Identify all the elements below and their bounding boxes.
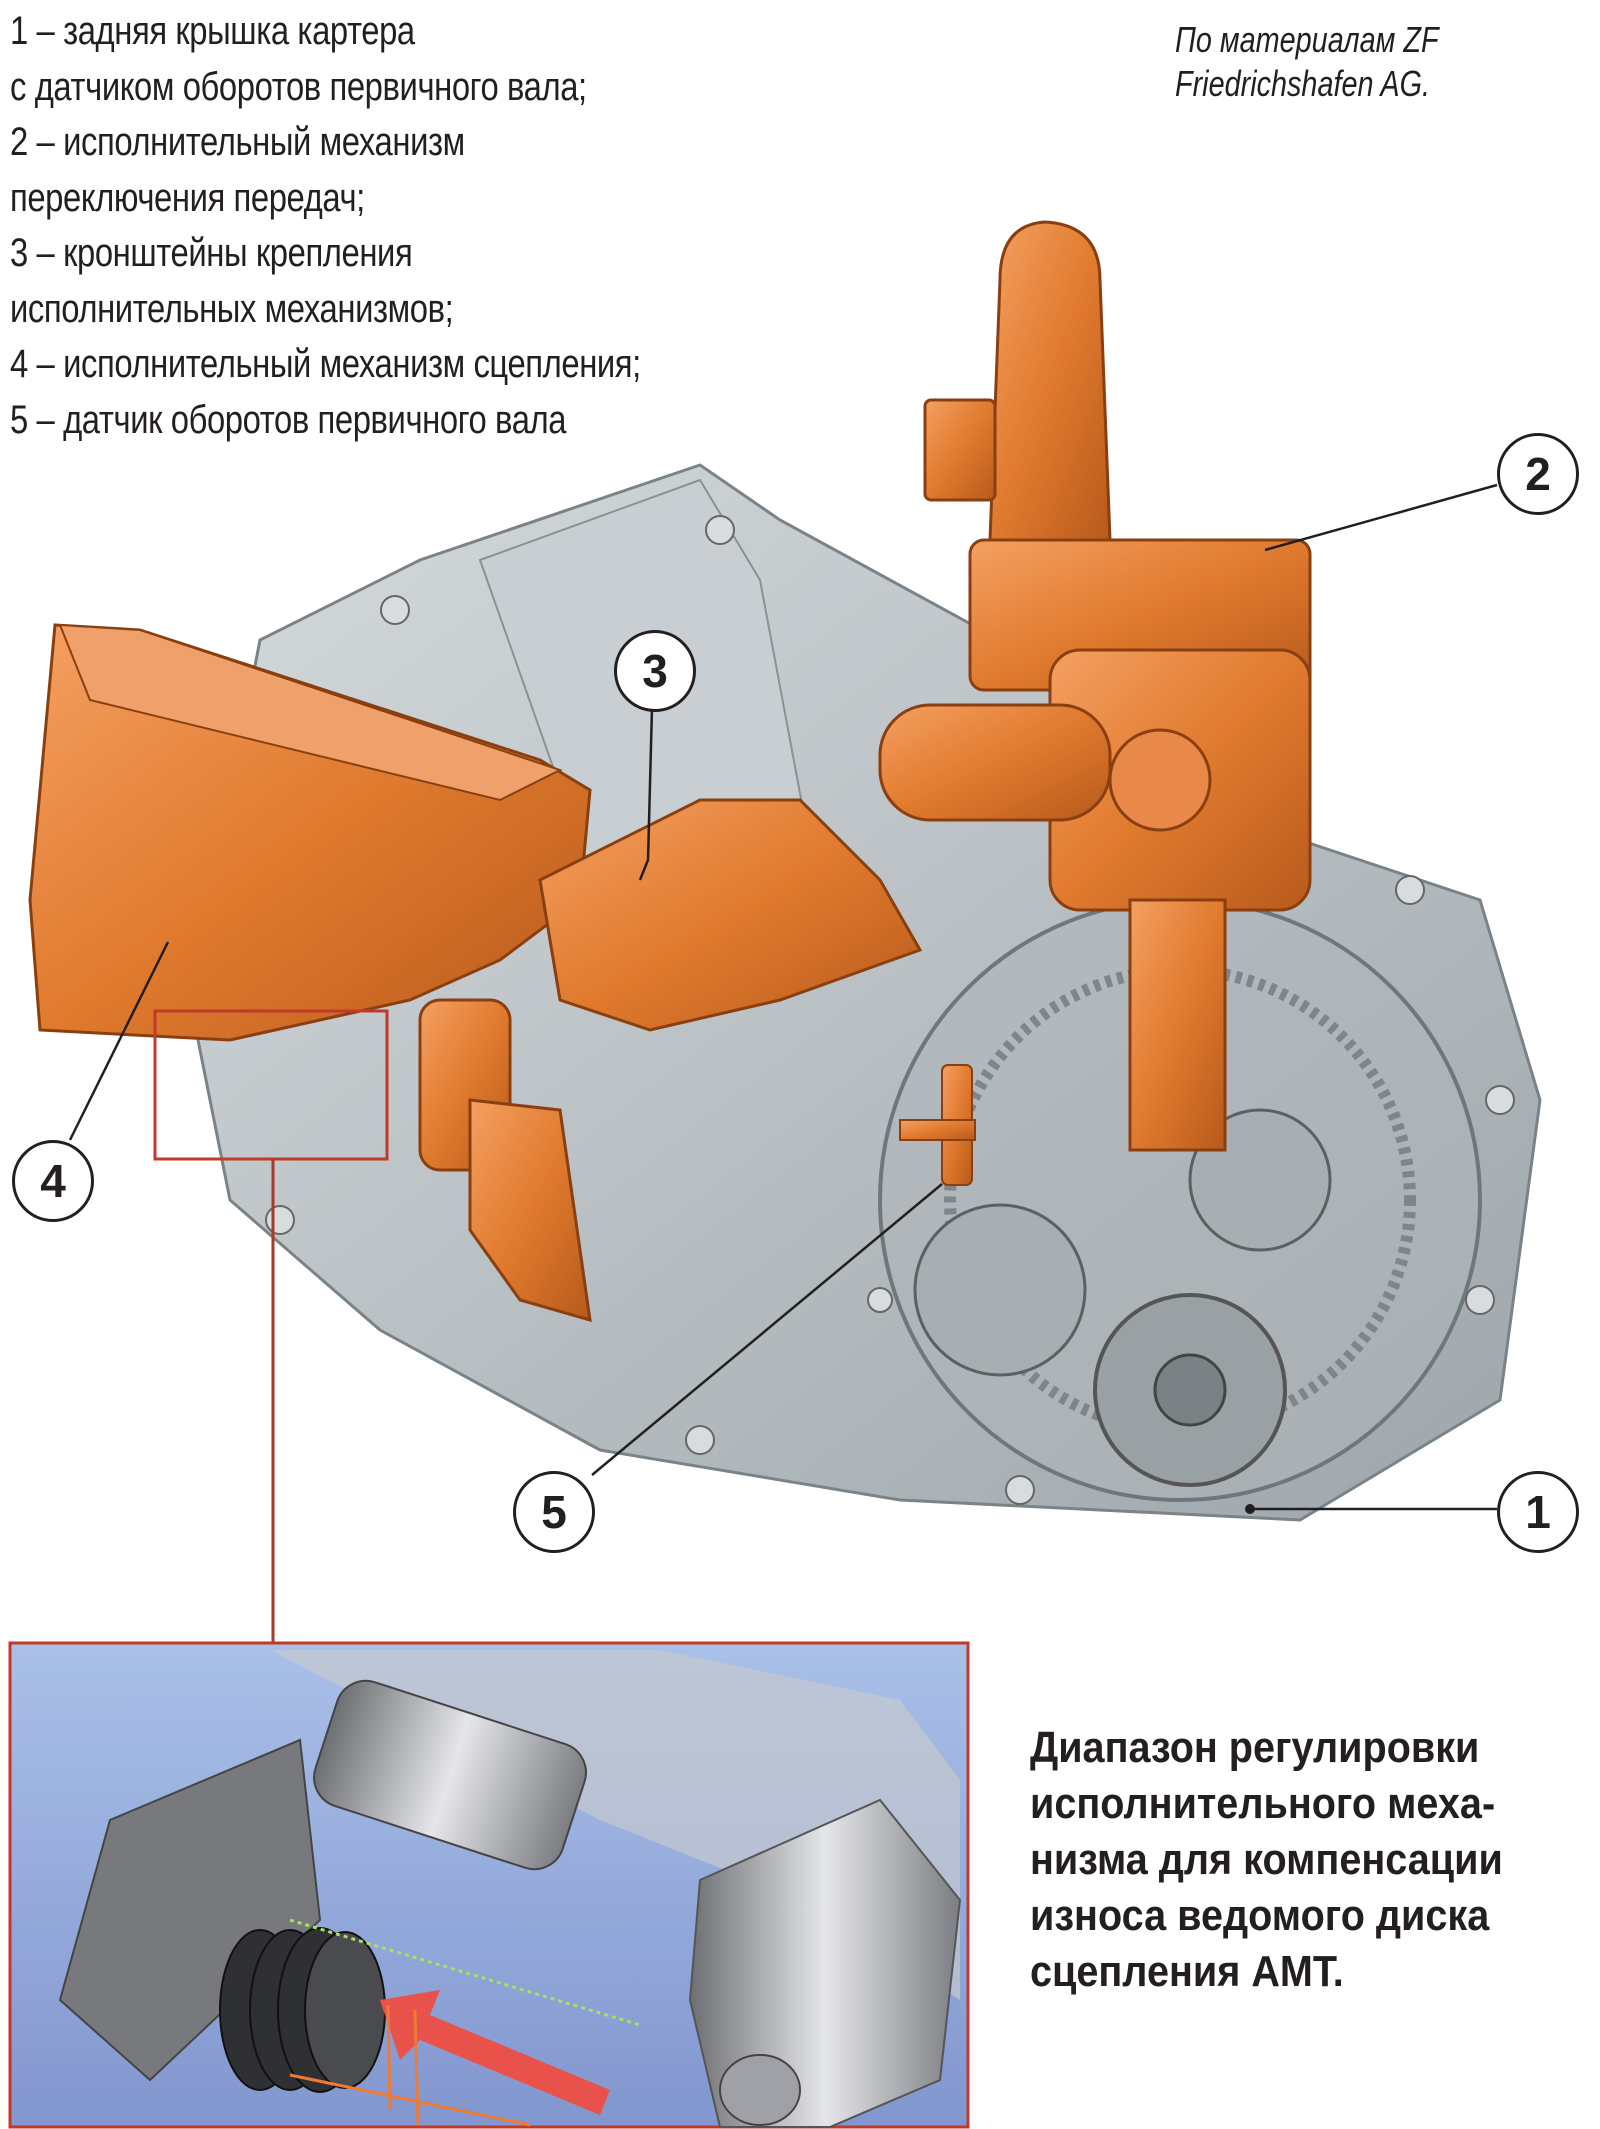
legend: 1 – задняя крышка картера с датчиком обо…	[10, 4, 779, 448]
inset-detail-image	[8, 1641, 970, 2129]
legend-line: 3 – кронштейны крепления	[10, 231, 413, 275]
callout-2: 2	[1497, 433, 1579, 515]
input-shaft-speed-sensor	[899, 1064, 976, 1186]
caption-line: Диапазон регулировки	[1030, 1723, 1480, 1772]
legend-line: 2 – исполнительный механизм	[10, 120, 465, 164]
legend-line: 1 – задняя крышка картера	[10, 9, 415, 53]
credit-line: Friedrichshafen AG.	[1175, 63, 1431, 104]
actuator-bracket	[538, 798, 923, 1032]
inset-caption: Диапазон регулировки исполнительного мех…	[1030, 1720, 1503, 2000]
legend-line: переключения передач;	[10, 175, 365, 220]
legend-line: с датчиком оборотов первичного вала;	[10, 64, 587, 109]
clutch-actuator	[28, 623, 592, 1323]
arrow-indicator	[380, 1990, 610, 2115]
legend-line: 5 – датчик оборотов первичного вала	[10, 397, 567, 442]
callout-4: 4	[12, 1140, 94, 1222]
leader-lines	[68, 483, 1498, 1511]
callout-5: 5	[513, 1471, 595, 1553]
legend-line: 4 – исполнительный механизм сцепления;	[10, 342, 641, 386]
credit-line: По материалам ZF	[1175, 19, 1439, 60]
gear-shift-actuator	[878, 220, 1312, 1152]
detail-highlight-frame	[153, 1009, 389, 1161]
callout-1: 1	[1497, 1471, 1579, 1553]
legend-line: исполнительных механизмов;	[10, 286, 454, 331]
callout-3: 3	[614, 630, 696, 712]
caption-line: износа ведомого диска	[1030, 1891, 1490, 1940]
caption-line: низма для компенсации	[1030, 1835, 1503, 1884]
caption-line: исполнительного меха-	[1030, 1779, 1496, 1828]
source-credit: По материалам ZF Friedrichshafen AG.	[1175, 18, 1439, 106]
caption-line: сцепления AMT.	[1030, 1947, 1344, 1996]
